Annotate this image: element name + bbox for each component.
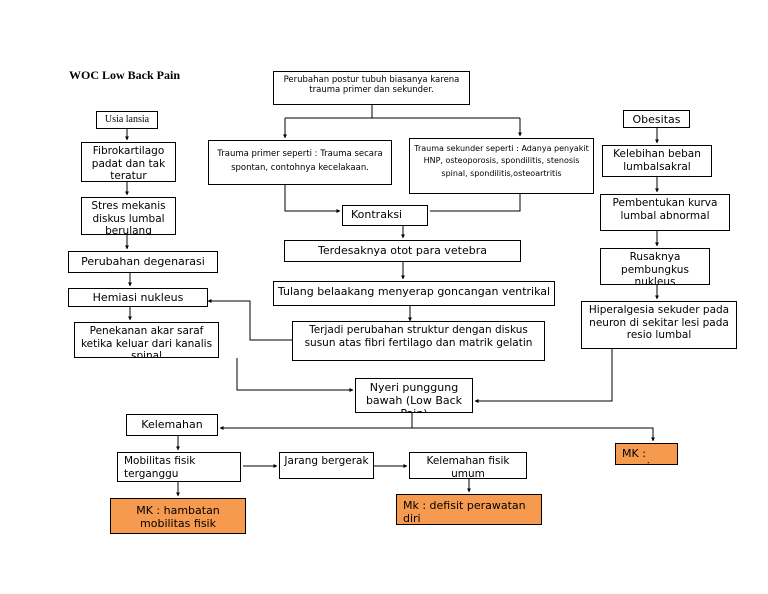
node-trauma-primer: Trauma primer seperti : Trauma secara sp… (208, 140, 392, 185)
node-perubahan-degenerasi: Perubahan degenarasi (68, 251, 218, 273)
node-mk-defisit: Mk : defisit perawatan diri (396, 494, 542, 525)
edge-penekanan-nyeri (236, 358, 354, 392)
node-fibrokartilago: Fibrokartilago padat dan tak teratur (81, 142, 176, 182)
node-stres-mekanis: Stres mekanis diskus lumbal berulang (81, 197, 176, 235)
node-mk-hambatan: MK : hambatan mobilitas fisik (110, 498, 246, 534)
edge-trauma-kontraksi (284, 185, 340, 212)
node-pembentukan: Pembentukan kurva lumbal abnormal (600, 194, 730, 231)
node-mk-nyeri: MK : nyeri (615, 443, 678, 465)
node-mobilitas: Mobilitas fisik terganggu (117, 452, 241, 482)
node-kelemahan-fisik: Kelemahan fisik umum (409, 452, 527, 479)
node-terjadi-perubahan: Terjadi perubahan struktur dengan diskus… (292, 321, 545, 361)
diagram-title: WOC Low Back Pain (69, 68, 181, 82)
node-jarang: Jarang bergerak (279, 452, 374, 479)
node-trauma-sekunder: Trauma sekunder seperti : Adanya penyaki… (409, 138, 594, 194)
node-hiperalgesia: Hiperalgesia sekuder pada neuron di seki… (581, 301, 737, 349)
node-obesitas: Obesitas (623, 110, 690, 128)
edge-hiperalgesia-nyeri (474, 349, 613, 403)
node-perubahan-postur: Perubahan postur tubuh biasanya karena t… (273, 71, 470, 105)
node-herniasi: Hemiasi nukleus (68, 288, 208, 307)
edge-nyeri-mknyeri (412, 427, 655, 442)
node-rusaknya: Rusaknya pembungkus nukleus (600, 248, 710, 285)
edge-terjadi-herniasi (207, 299, 292, 341)
node-penekanan: Penekanan akar saraf ketika keluar dari … (74, 322, 219, 358)
node-terdesaknya: Terdesaknya otot para vetebra (284, 240, 521, 262)
node-kelebihan: Kelebihan beban lumbalsakral (602, 145, 712, 177)
node-usia-lansia: Usia lansia (96, 111, 158, 129)
node-nyeri: Nyeri punggung bawah (Low Back Pain) (355, 378, 473, 413)
node-kelemahan: Kelemahan (126, 414, 218, 436)
node-tulang: Tulang belaakang menyerap goncangan vent… (273, 281, 555, 306)
node-kontraksi: Kontraksi (342, 205, 428, 226)
edge-postur-split (284, 105, 520, 136)
edge-nyeri-kelemahan (219, 413, 413, 430)
